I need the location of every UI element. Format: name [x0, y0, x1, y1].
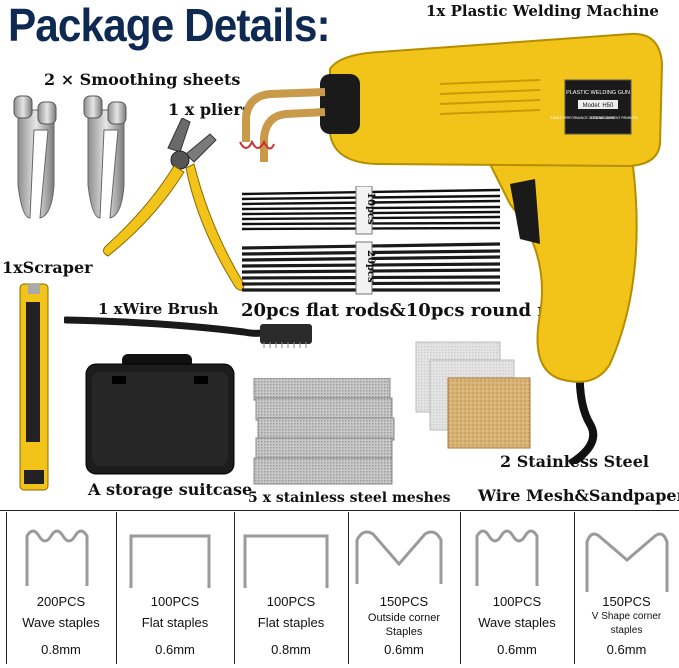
pliers-image	[102, 118, 245, 291]
staple-diameter: 0.6mm	[497, 642, 537, 657]
round-rod-tag: 10pcs	[365, 192, 376, 225]
staple-type: Flat staples	[141, 615, 209, 630]
staple-type: Flat staples	[257, 615, 325, 630]
staple-type: Outside corner Staples	[367, 612, 441, 638]
gun-label-title: PLASTIC WELDING GUN	[566, 90, 630, 96]
suitcase-image	[85, 354, 235, 475]
staple-count: 200PCS	[36, 594, 86, 609]
suitcase-label: A storage suitcase	[88, 480, 253, 499]
wire-brush-image	[64, 316, 312, 348]
staple-type: V Shape corner staples	[591, 611, 662, 636]
staple-diameter: 0.8mm	[41, 642, 81, 657]
smoothing-sheets-image	[13, 95, 127, 219]
gun-model: Model: H50	[583, 103, 614, 109]
gun-spec-left: STABLE PERFORMANCE GOOD WELDING	[550, 116, 615, 120]
staple-cell-3: 100PCS Flat staples 0.8mm	[234, 512, 347, 664]
smoothing-label: 2 × Smoothing sheets	[44, 70, 241, 89]
staple-count: 100PCS	[150, 594, 200, 609]
staple-cell-1: 200PCS Wave staples 0.8mm	[6, 512, 115, 664]
staple-cell-4: 150PCS Outside corner Staples 0.6mm	[348, 512, 459, 664]
staple-cell-5: 100PCS Wave staples 0.6mm	[460, 512, 573, 664]
flat-staple-icon	[129, 534, 211, 588]
staple-diameter: 0.6mm	[384, 642, 424, 657]
wire-brush-label: 1 xWire Brush	[98, 300, 219, 318]
v-shape-staple-icon	[585, 532, 669, 592]
rods-label: 20pcs flat rods&10pcs round rods	[241, 300, 582, 321]
staple-count: 150PCS	[602, 594, 651, 609]
scraper-label: 1xScraper	[2, 258, 93, 277]
pliers-label: 1 x pliers	[168, 100, 251, 119]
staple-count: 150PCS	[379, 594, 429, 609]
gun-spec-right: STRONG CURRENT FIRMNESS	[590, 116, 637, 120]
staple-diameter: 0.8mm	[271, 642, 311, 657]
rods-image: 10pcs 20pcs	[241, 186, 501, 295]
staple-cell-2: 100PCS Flat staples 0.6mm	[116, 512, 233, 664]
flat-rod-tag: 20pcs	[365, 250, 376, 283]
scraper-image	[19, 283, 49, 491]
meshes-label: 5 x stainless steel meshes	[248, 490, 451, 506]
staple-type: Wave staples	[478, 615, 556, 630]
staple-count: 100PCS	[492, 594, 542, 609]
staple-diameter: 0.6mm	[606, 642, 647, 657]
machine-label: 1x Plastic Welding Machine	[426, 2, 659, 20]
staple-diameter: 0.6mm	[155, 642, 195, 657]
welding-gun-image: PLASTIC WELDING GUN Model: H50 STABLE PE…	[239, 32, 664, 464]
staple-type: Wave staples	[22, 615, 100, 630]
page-title: Package Details:	[8, 0, 331, 51]
mesh-sandpaper-image	[415, 341, 531, 449]
staples-divider	[0, 510, 679, 511]
wave-staple-icon	[475, 529, 539, 586]
wave-staple-icon	[25, 529, 89, 586]
staple-cell-6: 150PCS V Shape corner staples 0.6mm	[574, 512, 678, 664]
mesh-sandpaper-label-2: Wire Mesh&Sandpaper	[478, 486, 679, 505]
steel-meshes-image	[253, 378, 395, 485]
flat-staple-icon	[243, 534, 329, 588]
outside-corner-staple-icon	[355, 530, 443, 584]
staple-count: 100PCS	[266, 594, 316, 609]
